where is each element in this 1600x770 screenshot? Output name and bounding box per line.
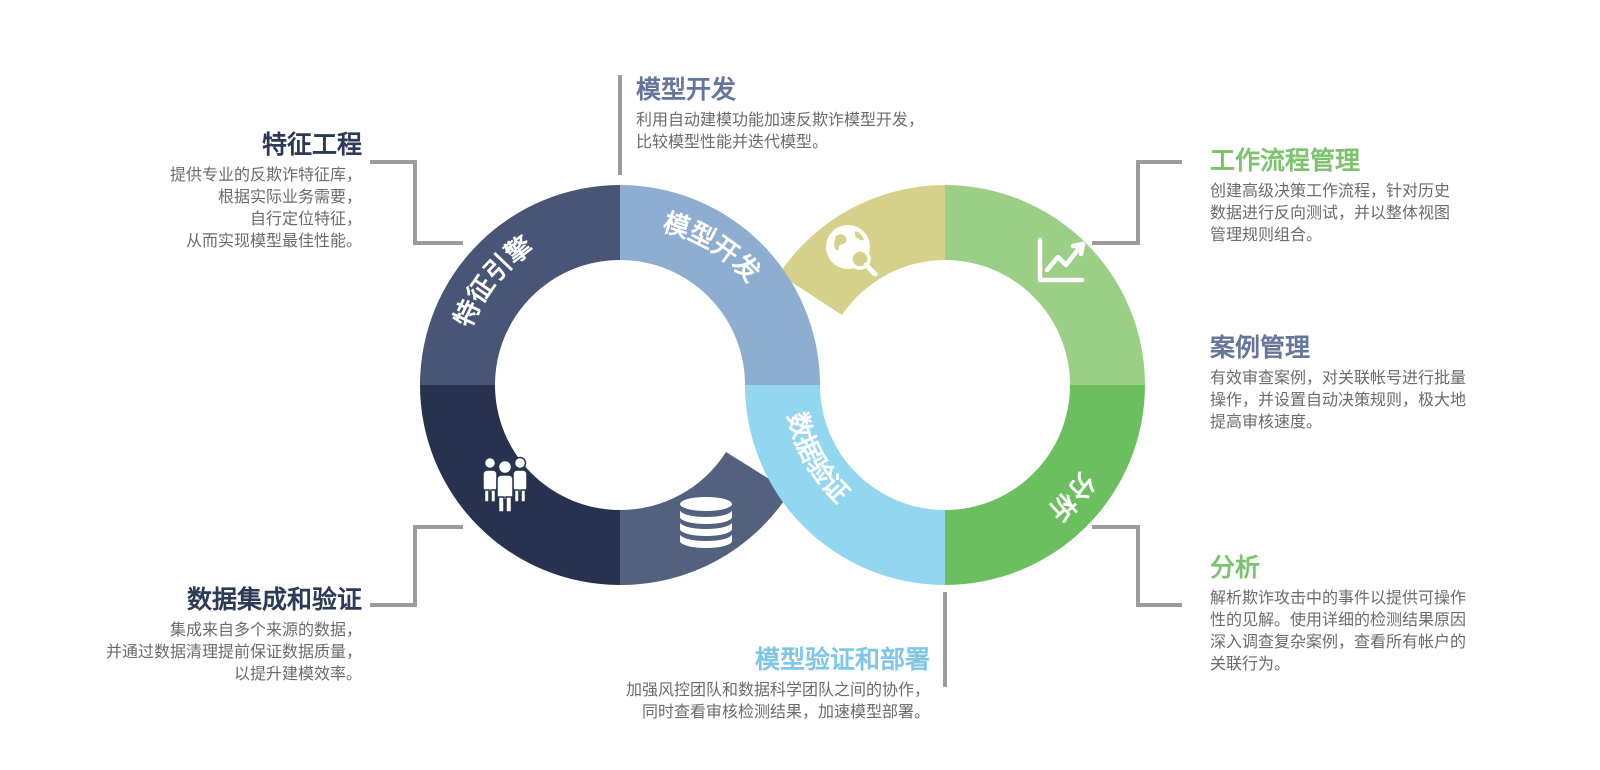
workflow-management-title: 工作流程管理 [1210, 146, 1361, 175]
connector-feature-engineering [370, 160, 463, 245]
feature-engineering-block: 特征工程 提供专业的反欺诈特征库， 根据实际业务需要， 自行定位特征， 从而实现… [170, 130, 362, 252]
case-management-desc: 有效审查案例，对关联帐号进行批量 操作，并设置自动决策规则，极大地 提高审核速度… [1210, 368, 1467, 431]
analysis-title: 分析 [1210, 553, 1261, 582]
model-development-title: 模型开发 [636, 75, 737, 104]
connector-data-integration [370, 525, 463, 607]
data-integration-desc: 集成来自多个来源的数据， 并通过数据清理提前保证数据质量， 以提升建模效率。 [105, 620, 362, 683]
case-management-title: 案例管理 [1210, 333, 1311, 362]
connector-analysis [1092, 525, 1182, 607]
data-integration-title: 数据集成和验证 [186, 585, 362, 614]
analysis-desc: 解析欺诈攻击中的事件以提供可操作 性的见解。使用详细的检测结果原因 深入调查复杂… [1210, 588, 1467, 673]
workflow-management-desc: 创建高级决策工作流程，针对历史 数据进行反向测试，并以整体视图 管理规则组合。 [1210, 181, 1451, 244]
workflow-management-block: 工作流程管理 创建高级决策工作流程，针对历史 数据进行反向测试，并以整体视图 管… [1210, 146, 1450, 246]
connector-workflow-management [1092, 160, 1182, 245]
feature-engineering-desc: 提供专业的反欺诈特征库， 根据实际业务需要， 自行定位特征， 从而实现模型最佳性… [169, 165, 362, 250]
model-development-desc: 利用自动建模功能加速反欺诈模型开发， 比较模型性能并迭代模型。 [636, 110, 925, 151]
analysis-segment [945, 385, 1145, 585]
growth-chart-icon [1037, 237, 1086, 283]
model-development-block: 模型开发 利用自动建模功能加速反欺诈模型开发， 比较模型性能并迭代模型。 [636, 75, 924, 153]
model-validation-title: 模型验证和部署 [754, 645, 930, 674]
model-validation-desc: 加强风控团队和数据科学团队之间的协作， 同时查看审核检测结果，加速模型部署。 [625, 680, 930, 721]
feature-engine-segment [420, 185, 620, 385]
globe-search-icon [826, 225, 878, 277]
case-management-block: 案例管理 有效审查案例，对关联帐号进行批量 操作，并设置自动决策规则，极大地 提… [1210, 333, 1466, 433]
people-icon [482, 456, 528, 513]
data-integration-block: 数据集成和验证 集成来自多个来源的数据， 并通过数据清理提前保证数据质量， 以提… [106, 585, 362, 685]
model-validation-block: 模型验证和部署 加强风控团队和数据科学团队之间的协作， 同时查看审核检测结果，加… [626, 645, 930, 723]
database-icon [680, 497, 732, 548]
feature-engineering-title: 特征工程 [261, 130, 362, 159]
data-validation-segment [745, 385, 945, 585]
analysis-block: 分析 解析欺诈攻击中的事件以提供可操作 性的见解。使用详细的检测结果原因 深入调… [1210, 553, 1466, 675]
workflow-segment [945, 185, 1145, 385]
model-dev-segment [620, 185, 820, 385]
